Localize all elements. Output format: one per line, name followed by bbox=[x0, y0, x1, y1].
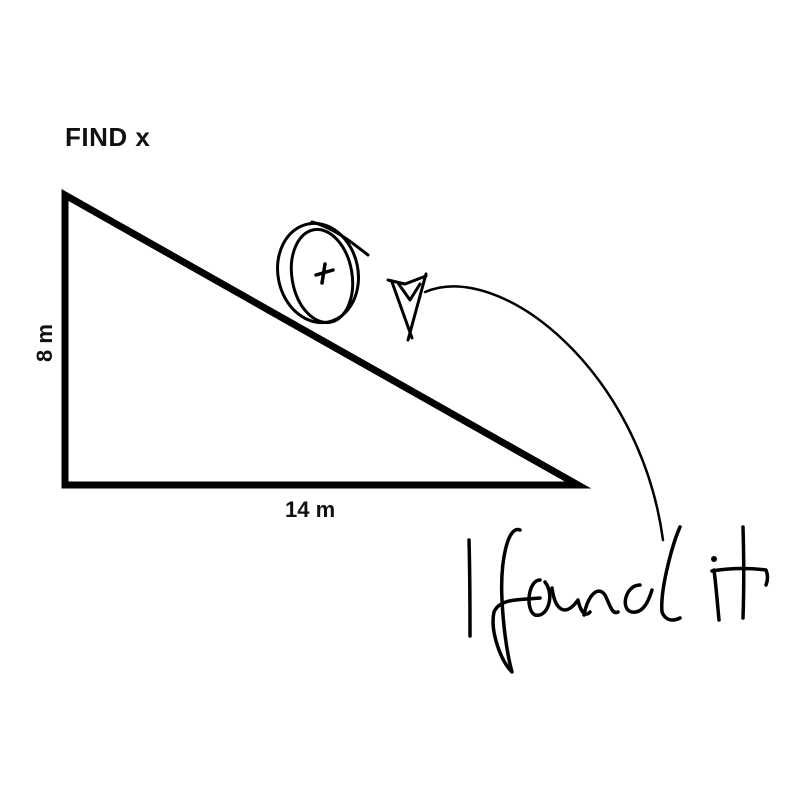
side-vertical-label: 8 m bbox=[32, 324, 57, 362]
x-mark bbox=[314, 262, 335, 285]
i-dot bbox=[711, 556, 717, 562]
right-triangle bbox=[61, 189, 592, 489]
side-horizontal-label: 14 m bbox=[285, 497, 336, 522]
problem-title: FIND x bbox=[65, 122, 151, 152]
handwritten-text bbox=[467, 525, 770, 674]
circled-x bbox=[276, 220, 370, 325]
arrow-head-icon bbox=[386, 272, 428, 342]
pointer-arrow bbox=[423, 285, 665, 542]
